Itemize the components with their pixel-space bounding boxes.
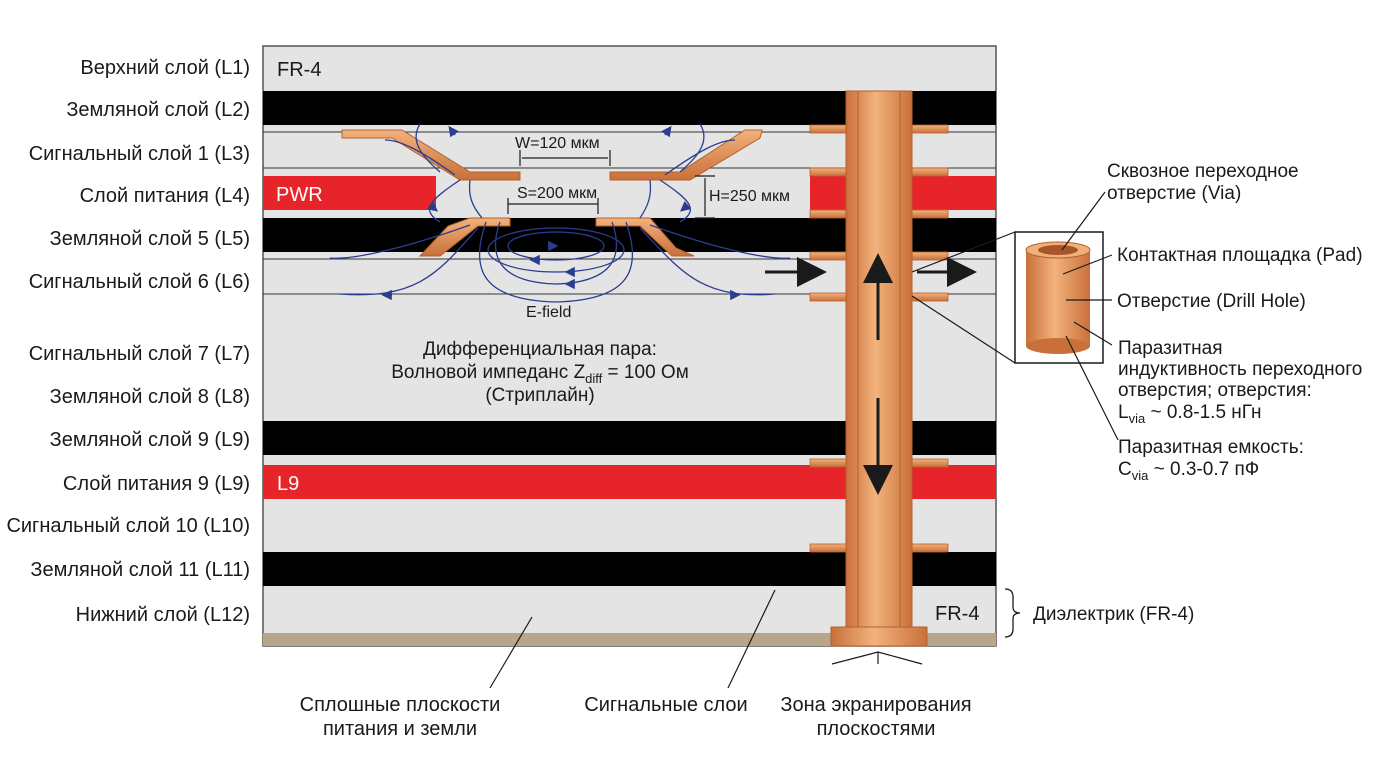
diff-pair-line2: Волновой импеданс Zdiff = 100 Ом [391,362,689,386]
pwr-label: PWR [276,184,323,206]
layer-label-10: Слой питания 9 (L9) [63,473,250,495]
diff-pair-line1: Дифференциальная пара: [423,339,657,360]
layer-label-9: Земляной слой 9 (L9) [50,429,250,451]
board-base [263,633,996,646]
via-cylinder [1025,241,1091,354]
layer-labels: Верхний слой (L1) Земляной слой (L2) Сиг… [6,57,250,626]
dimension-h [695,175,715,219]
s-label: S=200 мкм [517,185,597,202]
planes-label-line2: питания и земли [323,718,477,740]
layer-label-8: Земляной слой 8 (L8) [50,386,250,408]
signal-layers-label: Сигнальные слои [584,694,747,716]
e-field-arrows [381,125,741,301]
dielectric-label: Диэлектрик (FR-4) [1033,604,1194,625]
ind-label-line2: индуктивность переходного [1118,359,1362,380]
dimension-s [507,198,599,214]
shield-label-line2: плоскостями [817,718,936,740]
power-plane-l4 [263,176,436,210]
via-callout-lines [1061,191,1119,441]
trace-right-top [609,129,763,181]
dielectric-brace [1004,588,1021,638]
via-bottom-pad [830,626,928,647]
l9-label: L9 [277,473,299,495]
e-field-lines [329,123,791,303]
trace-right-bot [595,217,695,257]
efield-label: E-field [526,304,571,321]
ind-label-line4: Lvia ~ 0.8-1.5 нГн [1118,402,1262,426]
layer-label-6: Сигнальный слой 6 (L6) [29,271,250,293]
shield-label-line1: Зона экранирования [780,694,971,716]
layer-label-1: Верхний слой (L1) [80,57,250,79]
fr4-top-label: FR-4 [277,59,321,81]
w-label: W=120 мкм [515,135,600,152]
via-label-line2: отверстие (Via) [1107,183,1241,204]
pad-label: Контактная площадка (Pad) [1117,245,1363,266]
diff-pair-line3: (Стриплайн) [485,385,594,406]
layer-label-5: Земляной слой 5 (L5) [50,228,250,250]
ind-label-line3: отверстия; отверстия: [1118,380,1312,401]
drill-label: Отверстие (Drill Hole) [1117,291,1306,312]
cap-label-line2: Cvia ~ 0.3-0.7 пФ [1118,459,1259,483]
layer-label-11: Сигнальный слой 10 (L10) [6,515,250,537]
layer-label-4: Слой питания (L4) [80,185,250,207]
dimension-w [519,150,611,166]
h-label: H=250 мкм [709,188,790,205]
trace-left-bot [418,217,511,257]
bottom-callout-lines [489,589,923,689]
layer-label-12: Земляной слой 11 (L11) [30,559,250,581]
layer-label-3: Сигнальный слой 1 (L3) [29,143,250,165]
cap-label-line1: Паразитная емкость: [1118,437,1304,458]
via-barrel [845,90,913,634]
ind-label-line1: Паразитная [1118,338,1223,359]
via-pads [809,124,949,553]
via-label-line1: Сквозное переходное [1107,161,1299,182]
planes-label-line1: Сплошные плоскости [300,694,501,716]
layer-label-13: Нижний слой (L12) [76,604,250,626]
layer-label-2: Земляной слой (L2) [66,99,250,121]
layer-label-7: Сигнальный слой 7 (L7) [29,343,250,365]
fr4-bottom-label: FR-4 [935,603,979,625]
trace-left-top [341,129,521,181]
